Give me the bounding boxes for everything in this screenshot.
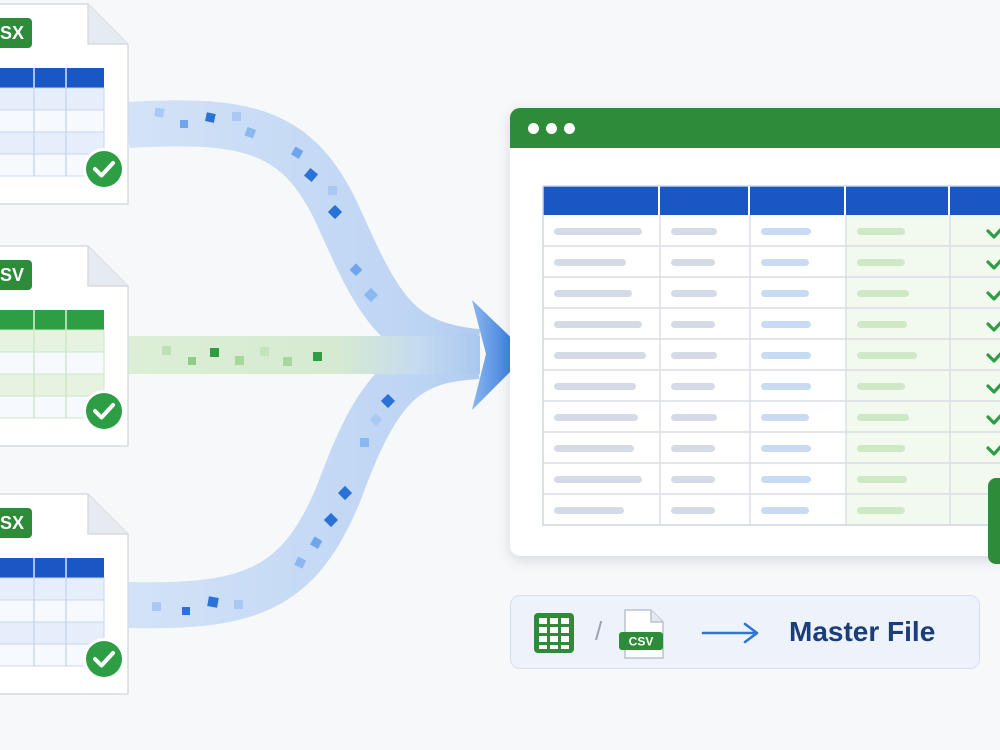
row-check-icon — [986, 228, 1000, 239]
cell-placeholder — [761, 352, 811, 359]
cell-placeholder — [857, 290, 909, 297]
window-dot-icon — [528, 123, 539, 134]
table-header-cell — [846, 186, 948, 215]
flow-particles — [152, 107, 396, 615]
row-check-icon — [986, 321, 1000, 332]
file-type-badge: SX — [0, 18, 32, 48]
cell-placeholder — [554, 290, 632, 297]
separator: / — [595, 616, 603, 646]
check-icon — [83, 148, 125, 190]
middle-flow — [128, 336, 480, 374]
table-header-cell — [750, 186, 844, 215]
check-icon — [83, 638, 125, 680]
table-header-cell — [950, 186, 1000, 215]
cell-placeholder — [857, 476, 907, 483]
cell-placeholder — [857, 228, 905, 235]
arrow-right-icon — [701, 622, 759, 644]
cell-placeholder — [857, 383, 905, 390]
cell-placeholder — [671, 445, 715, 452]
side-tab — [988, 478, 1000, 564]
source-file-2: SV — [0, 242, 130, 450]
cell-placeholder — [671, 259, 715, 266]
cell-placeholder — [554, 321, 642, 328]
csv-file-icon: CSV — [619, 609, 664, 659]
cell-placeholder — [761, 383, 811, 390]
cell-placeholder — [761, 476, 811, 483]
cell-placeholder — [671, 507, 715, 514]
cell-placeholder — [554, 445, 634, 452]
cell-placeholder — [554, 259, 626, 266]
file-type-badge: SX — [0, 508, 32, 538]
cell-placeholder — [554, 507, 624, 514]
source-file-1: SX — [0, 0, 130, 208]
cell-placeholder — [857, 259, 905, 266]
cell-placeholder — [554, 414, 638, 421]
row-check-icon — [986, 445, 1000, 456]
row-check-icon — [986, 259, 1000, 270]
row-check-icon — [986, 352, 1000, 363]
master-table — [542, 185, 1000, 526]
cell-placeholder — [761, 259, 809, 266]
cell-placeholder — [761, 414, 809, 421]
legend-bar: / CSV Master File — [510, 595, 980, 669]
cell-placeholder — [761, 321, 811, 328]
row-check-icon — [986, 383, 1000, 394]
window-dot-icon — [564, 123, 575, 134]
table-header-cell — [660, 186, 748, 215]
spreadsheet-icon — [534, 613, 574, 653]
cell-placeholder — [671, 476, 715, 483]
table-header-cell — [543, 186, 658, 215]
cell-placeholder — [671, 352, 717, 359]
cell-placeholder — [671, 321, 715, 328]
check-icon — [83, 390, 125, 432]
master-spreadsheet-window — [510, 108, 1000, 556]
bottom-flow — [127, 333, 480, 629]
row-check-icon — [986, 414, 1000, 425]
cell-placeholder — [554, 352, 646, 359]
cell-placeholder — [671, 228, 717, 235]
cell-placeholder — [857, 352, 917, 359]
row-check-icon — [986, 290, 1000, 301]
cell-placeholder — [857, 445, 905, 452]
cell-placeholder — [554, 476, 642, 483]
cell-placeholder — [857, 507, 905, 514]
cell-placeholder — [857, 321, 907, 328]
cell-placeholder — [671, 290, 717, 297]
source-file-3: SX — [0, 490, 130, 698]
cell-placeholder — [671, 383, 715, 390]
cell-placeholder — [671, 414, 717, 421]
cell-placeholder — [554, 383, 636, 390]
master-window-titlebar — [510, 108, 1000, 148]
window-dot-icon — [546, 123, 557, 134]
top-flow — [126, 100, 481, 375]
cell-placeholder — [761, 290, 809, 297]
master-file-label: Master File — [789, 616, 936, 647]
file-type-badge: SV — [0, 260, 32, 290]
csv-label: CSV — [629, 635, 654, 649]
merge-arrow-icon — [472, 300, 528, 410]
cell-placeholder — [857, 414, 909, 421]
cell-placeholder — [761, 228, 811, 235]
cell-placeholder — [554, 228, 642, 235]
cell-placeholder — [761, 507, 809, 514]
cell-placeholder — [761, 445, 811, 452]
